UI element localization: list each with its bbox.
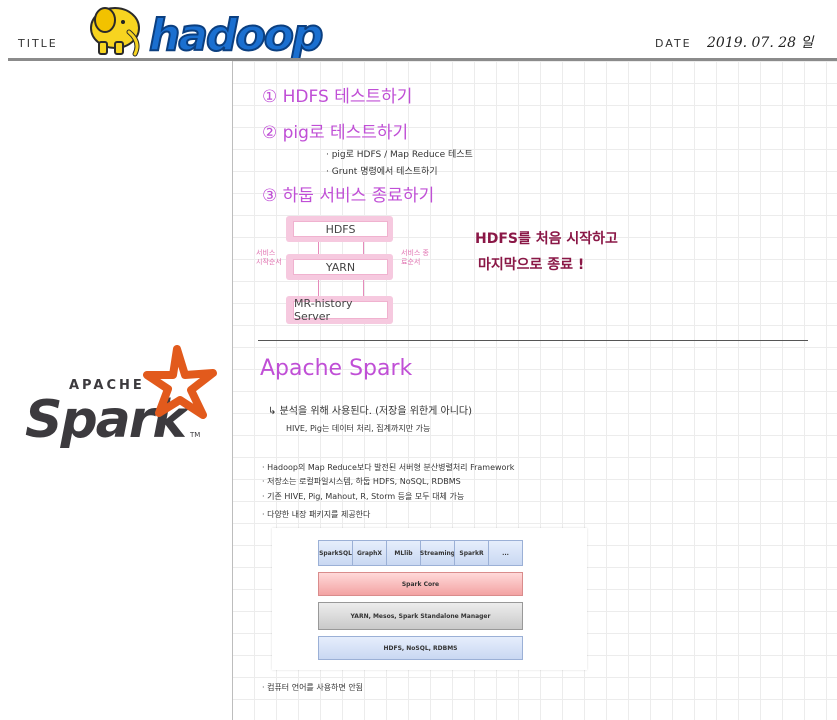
stack-row-hdfs: HDFS xyxy=(286,216,393,242)
stack-storage: HDFS, NoSQL, RDBMS xyxy=(318,636,523,660)
spark-bullet-1: · Hadoop의 Map Reduce보다 발전된 서버형 분산병렬처리 Fr… xyxy=(262,463,515,472)
stack-graphx: GraphX xyxy=(352,540,387,566)
stack-mllib: MLlib xyxy=(386,540,421,566)
spark-stack-image: SparkSQL GraphX MLlib Streaming SparkR .… xyxy=(272,528,587,670)
stack-row-mr-history: MR-history Server xyxy=(286,296,393,324)
spark-heading: Apache Spark xyxy=(260,356,413,381)
note-item-2-sub-1: · pig로 HDFS / Map Reduce 테스트 xyxy=(326,150,473,160)
start-arrow-2 xyxy=(318,280,319,296)
date-value: 2019. 07. 28 일 xyxy=(707,35,814,51)
callout-line-2: 마지막으로 종료 ! xyxy=(478,257,585,273)
note-item-3: ③ 하둡 서비스 종료하기 xyxy=(262,186,435,206)
title-label: TITLE xyxy=(18,37,58,50)
stack-label-mr-history: MR-history Server xyxy=(293,297,388,323)
stop-arrow-1 xyxy=(363,242,364,254)
stack-row-yarn: YARN xyxy=(286,254,393,280)
stack-label-yarn: YARN xyxy=(293,259,388,275)
spark-bullet-3: · 기존 HIVE, Pig, Mahout, R, Storm 등을 모두 대… xyxy=(262,492,465,501)
stack-streaming: Streaming xyxy=(420,540,455,566)
stack-spark-core: Spark Core xyxy=(318,572,523,596)
start-arrow-1 xyxy=(318,242,319,254)
stack-resource-manager: YARN, Mesos, Spark Standalone Manager xyxy=(318,602,523,630)
stop-arrow-2 xyxy=(363,280,364,296)
spark-footer-note: · 컴퓨터 언어를 사용하면 안됨 xyxy=(262,683,364,692)
stack-sparksql: SparkSQL xyxy=(318,540,353,566)
hadoop-wordmark: hadoop xyxy=(149,10,322,60)
spark-logo-apache: APACHE xyxy=(69,378,145,393)
spark-bullet-2: · 저장소는 로컬파일시스템, 하둡 HDFS, NoSQL, RDBMS xyxy=(262,477,461,486)
page-header: TITLE hadoop DATE 2019. 07. 28 일 xyxy=(0,0,837,60)
stop-order-note: 서비스 종료순서 xyxy=(401,249,429,266)
note-item-2: ② pig로 테스트하기 xyxy=(262,123,409,143)
spark-star-icon xyxy=(143,345,217,419)
callout-line-1: HDFS를 처음 시작하고 xyxy=(475,231,618,247)
start-order-note: 서비스 시작순서 xyxy=(256,249,282,266)
hadoop-logo: hadoop xyxy=(90,7,325,60)
margin-line xyxy=(232,61,233,720)
spark-logo-tm: TM xyxy=(189,431,200,439)
date-label: DATE xyxy=(655,37,692,50)
note-item-1: ① HDFS 테스트하기 xyxy=(262,87,413,107)
spark-logo: APACHE Spark TM xyxy=(25,345,217,450)
section-divider xyxy=(258,340,808,341)
spark-arrow-line: ↳ 분석을 위해 사용된다. (저장을 위한게 아니다) xyxy=(268,406,473,417)
spark-bullet-4: · 다양한 내장 패키지를 제공한다 xyxy=(262,510,371,519)
header-divider xyxy=(8,58,837,61)
spark-sub-line: HIVE, Pig는 데이터 처리, 집계까지만 가능 xyxy=(286,424,431,433)
stack-label-hdfs: HDFS xyxy=(293,221,388,237)
stack-more: ... xyxy=(488,540,523,566)
note-item-2-sub-2: · Grunt 명령에서 테스트하기 xyxy=(326,167,438,177)
stack-sparkr: SparkR xyxy=(454,540,489,566)
